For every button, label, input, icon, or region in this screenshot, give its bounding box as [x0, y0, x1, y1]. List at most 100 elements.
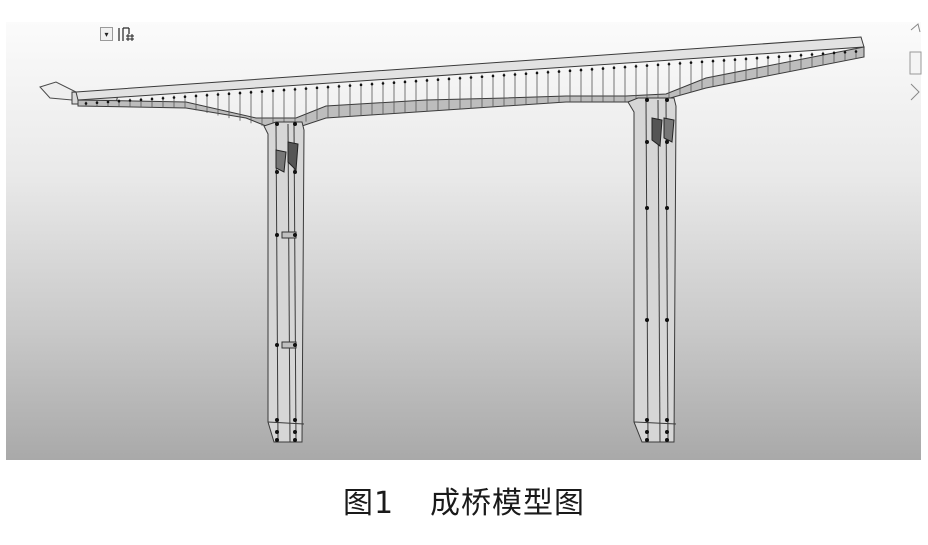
pier-node: [293, 233, 297, 237]
deck-node: [513, 73, 517, 76]
deck-node: [381, 82, 385, 85]
deck-node: [832, 51, 836, 55]
pier-node: [293, 343, 297, 347]
deck-node: [337, 85, 341, 88]
view-cube-panel[interactable]: [908, 22, 922, 142]
figure-title: 成桥模型图: [430, 486, 586, 521]
deck-node: [744, 57, 748, 61]
bridge-deck: [75, 36, 865, 129]
pier-node: [645, 430, 649, 434]
pier-node: [645, 418, 649, 422]
deck-node: [788, 54, 792, 58]
deck-node: [161, 96, 165, 100]
pier-node: [645, 318, 649, 322]
deck-node: [172, 96, 176, 99]
pier-node: [665, 140, 669, 144]
pier-node: [293, 418, 297, 422]
deck-node: [271, 89, 275, 93]
deck-node: [612, 66, 616, 70]
pier-node: [665, 418, 669, 422]
deck-node: [315, 86, 319, 90]
axis-view-icon[interactable]: [117, 25, 139, 43]
deck-node: [590, 68, 594, 71]
deck-node: [183, 95, 187, 99]
deck-node: [557, 70, 561, 73]
pier-node: [275, 418, 279, 422]
deck-node: [205, 94, 209, 97]
pier-node: [275, 170, 279, 174]
deck-node: [777, 55, 781, 59]
deck-node: [535, 71, 539, 75]
deck-node: [755, 56, 759, 60]
deck-node: [106, 100, 110, 104]
deck-node: [579, 68, 583, 72]
deck-node: [689, 61, 693, 64]
viewport-toolbar: ▾: [100, 25, 139, 43]
deck-node: [238, 91, 242, 95]
pier-node: [645, 206, 649, 210]
pier-node: [665, 206, 669, 210]
deck-node: [447, 77, 451, 81]
deck-node: [194, 94, 198, 98]
deck-node: [733, 58, 737, 61]
deck-node: [436, 78, 440, 82]
deck-node: [766, 56, 770, 59]
deck-node: [491, 74, 495, 78]
deck-node: [601, 67, 605, 70]
deck-node: [678, 62, 682, 65]
deck-node: [392, 81, 396, 84]
pier-node: [665, 430, 669, 434]
deck-node: [227, 92, 231, 96]
deck-node: [854, 50, 858, 53]
deck-node: [634, 65, 638, 68]
deck-node: [282, 88, 286, 92]
pier-node: [275, 122, 279, 126]
deck-node: [403, 80, 407, 84]
deck-node: [84, 102, 88, 105]
pier-node: [645, 438, 649, 442]
figure-caption: 图1 成桥模型图: [0, 478, 928, 522]
chevron-right-icon: [910, 83, 920, 101]
deck-node: [370, 82, 374, 86]
deck-node: [469, 76, 473, 79]
pier-node: [293, 170, 297, 174]
pier-node: [665, 318, 669, 322]
pier-node: [293, 438, 297, 442]
deck-node: [843, 50, 847, 54]
pier-node: [665, 438, 669, 442]
deck-node: [656, 63, 660, 67]
deck-node: [645, 64, 649, 67]
deck-node: [810, 53, 814, 56]
deck-node: [502, 73, 506, 77]
deck-node: [150, 97, 154, 101]
deck-node: [568, 69, 572, 73]
deck-node: [348, 84, 352, 87]
bridge-model: [39, 36, 865, 443]
pier-node: [645, 98, 649, 102]
deck-node: [821, 52, 825, 56]
deck-node: [799, 53, 803, 57]
deck-node: [458, 76, 462, 80]
deck-node: [304, 87, 308, 90]
pier-node: [275, 233, 279, 237]
deck-node: [117, 99, 121, 103]
deck-node: [128, 99, 132, 102]
dropdown-arrow-icon[interactable]: ▾: [100, 27, 113, 41]
pier-node: [275, 430, 279, 434]
deck-node: [425, 79, 429, 82]
pier-node: [645, 140, 649, 144]
deck-node: [711, 59, 715, 63]
deck-node: [480, 75, 484, 79]
model-viewport[interactable]: [6, 22, 921, 460]
deck-node: [359, 83, 363, 87]
deck-node: [414, 79, 418, 83]
deck-node: [546, 71, 550, 74]
pier-node: [275, 343, 279, 347]
deck-node: [260, 90, 264, 93]
figure-number: 图1: [342, 486, 395, 521]
left-pier: [263, 121, 305, 443]
right-pier: [627, 97, 677, 443]
view-cube-icon: [909, 51, 922, 75]
deck-node: [524, 72, 528, 76]
deck-node: [326, 85, 330, 89]
